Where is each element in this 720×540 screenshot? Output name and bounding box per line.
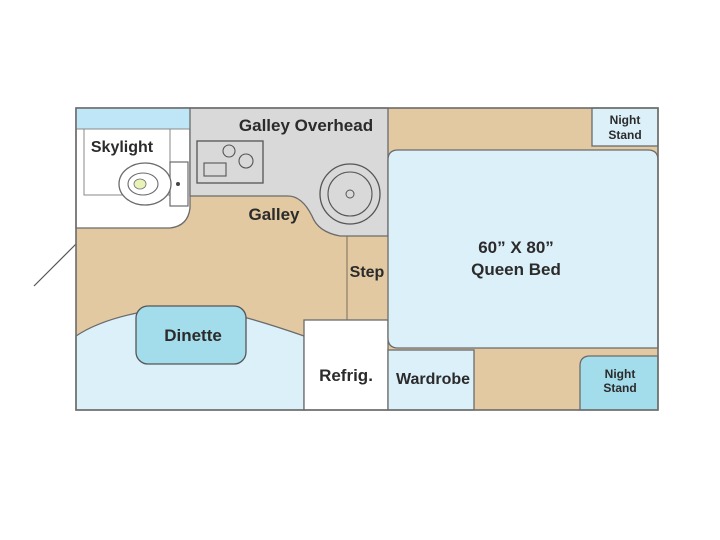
night-stand-top — [591, 107, 659, 147]
stove-icon — [196, 140, 264, 184]
exterior-wall — [75, 107, 659, 411]
skylight-label: Skylight — [91, 139, 154, 156]
queen-bed — [387, 149, 659, 349]
galley-overhead-label: Galley Overhead — [239, 116, 373, 135]
sink-icon — [319, 163, 381, 225]
dinette-label: Dinette — [164, 326, 222, 345]
galley-label: Galley — [248, 205, 300, 224]
galley-counter — [189, 107, 389, 237]
entry-door-swing — [33, 243, 77, 287]
bed-size-label: 60” X 80” — [478, 238, 554, 257]
refrigerator-label: Refrig. — [319, 366, 373, 385]
dinette-table — [135, 305, 247, 365]
bathroom-skylight-strip — [75, 107, 191, 130]
night-stand-bottom-line1: Night — [605, 367, 636, 381]
bed-name-label: Queen Bed — [471, 260, 561, 279]
night-stand-bottom-line2: Stand — [603, 381, 636, 395]
refrigerator — [303, 319, 389, 411]
night-stand-top-line2: Stand — [608, 128, 641, 142]
night-stand-top-line1: Night — [610, 113, 641, 127]
step-label: Step — [350, 264, 385, 281]
toilet-icon — [118, 161, 189, 207]
wardrobe-label: Wardrobe — [396, 371, 470, 388]
